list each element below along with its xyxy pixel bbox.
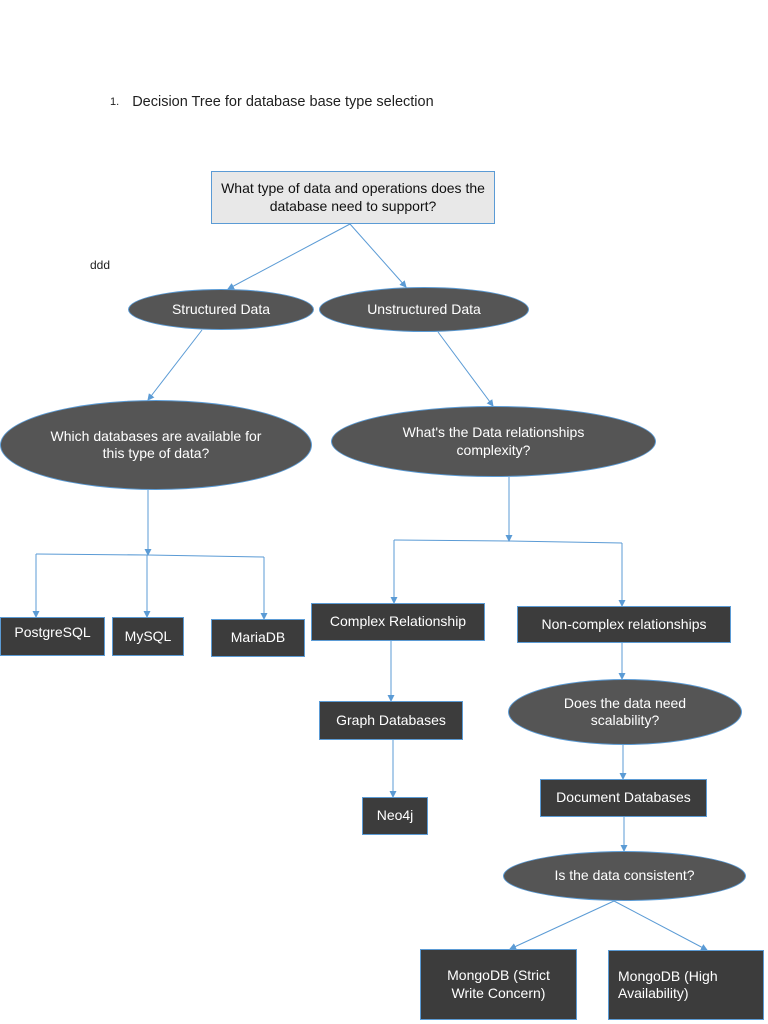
list-number: 1.	[110, 96, 120, 108]
edge-structured-which	[147, 329, 203, 401]
node-structured-data: Structured Data	[128, 289, 314, 330]
node-mariadb: MariaDB	[211, 619, 305, 657]
node-neo4j: Neo4j	[362, 797, 428, 835]
node-document-databases: Document Databases	[540, 779, 707, 817]
node-unstructured-data: Unstructured Data	[319, 287, 529, 332]
node-mongodb-strict-write: MongoDB (Strict Write Concern)	[420, 949, 577, 1020]
node-noncomplex-relationships: Non-complex relationships	[517, 606, 731, 643]
node-graph-databases: Graph Databases	[319, 701, 463, 740]
edge-consistent-mongo-strict	[509, 900, 615, 950]
node-relationship-complexity: What's the Data relationships complexity…	[331, 406, 656, 477]
node-postgresql: PostgreSQL	[0, 617, 105, 656]
node-root-question: What type of data and operations does th…	[211, 171, 495, 224]
node-which-databases: Which databases are available for this t…	[0, 400, 312, 490]
node-scalability-question: Does the data need scalability?	[508, 679, 742, 745]
stray-text: ddd	[90, 258, 111, 272]
edge-root-structured	[227, 223, 351, 290]
edge-root-unstructured	[349, 223, 407, 288]
edge-split-bar-left	[35, 553, 265, 558]
node-mysql: MySQL	[112, 617, 184, 656]
edge-unstructured-relationships	[437, 331, 494, 407]
edge-split-bar-right	[393, 539, 623, 544]
node-consistency-question: Is the data consistent?	[503, 851, 746, 901]
diagram-heading: 1. Decision Tree for database base type …	[110, 92, 434, 112]
node-complex-relationship: Complex Relationship	[311, 603, 485, 641]
edge-consistent-mongo-ha	[613, 900, 708, 951]
node-mongodb-high-availability: MongoDB (High Availability)	[608, 950, 764, 1020]
diagram-title: Decision Tree for database base type sel…	[132, 94, 434, 110]
